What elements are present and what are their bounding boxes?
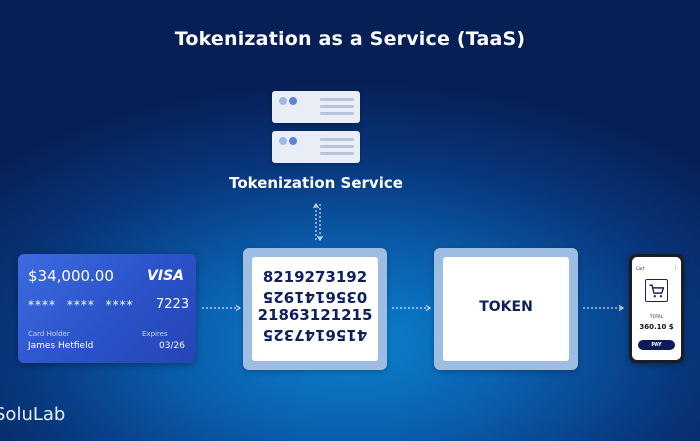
vault-number-list: 8219273192 0356141925 21863121215 415614… <box>252 268 378 344</box>
total-amount: 360.10 $ <box>639 323 674 331</box>
card-holder-label: Card Holder <box>28 330 70 338</box>
server-light-icon <box>279 137 287 145</box>
arrow-right-icon <box>392 305 431 311</box>
vault-number: 8219273192 <box>262 268 368 286</box>
mobile-phone: Cart ⋮ TOTAL 360.10 $ PAY <box>629 254 684 363</box>
screen-title: Cart <box>636 266 645 271</box>
token-panel: TOKEN <box>434 248 578 370</box>
pay-button[interactable]: PAY <box>638 340 675 350</box>
server-light-icon <box>289 97 297 105</box>
card-amount: $34,000.00 <box>28 267 114 285</box>
arrow-right-icon <box>202 305 241 311</box>
credit-card: $34,000.00 VISA **** **** **** 7223 Card… <box>18 254 196 363</box>
service-label: Tokenization Service <box>229 174 403 192</box>
token-vault-panel: 8219273192 0356141925 21863121215 415614… <box>243 248 387 370</box>
total-label: TOTAL <box>650 314 663 319</box>
vault-number: 4156147325 <box>262 326 368 344</box>
card-expires-label: Expires <box>142 330 168 338</box>
arrow-right-icon <box>583 305 624 311</box>
bidirectional-arrow-icon <box>313 203 323 241</box>
card-last-four: 7223 <box>156 297 190 312</box>
phone-screen: Cart ⋮ TOTAL 360.10 $ PAY <box>632 257 681 360</box>
server-unit-top <box>272 91 360 123</box>
vault-number: 0356141925 <box>262 288 368 306</box>
card-masked-number: **** **** **** <box>28 298 134 312</box>
server-light-icon <box>289 137 297 145</box>
vault-number: 21863121215 <box>257 306 373 324</box>
diagram-title: Tokenization as a Service (TaaS) <box>174 28 526 50</box>
token-label: TOKEN <box>479 299 533 315</box>
server-unit-bottom <box>272 131 360 163</box>
more-menu-icon: ⋮ <box>673 265 678 271</box>
cart-icon <box>645 279 668 302</box>
card-holder-name: James Hetfield <box>28 341 94 351</box>
solulab-logo: SoluLab <box>0 404 66 425</box>
visa-logo: VISA <box>147 268 184 284</box>
server-light-icon <box>279 97 287 105</box>
card-expiry-date: 03/26 <box>159 341 185 351</box>
